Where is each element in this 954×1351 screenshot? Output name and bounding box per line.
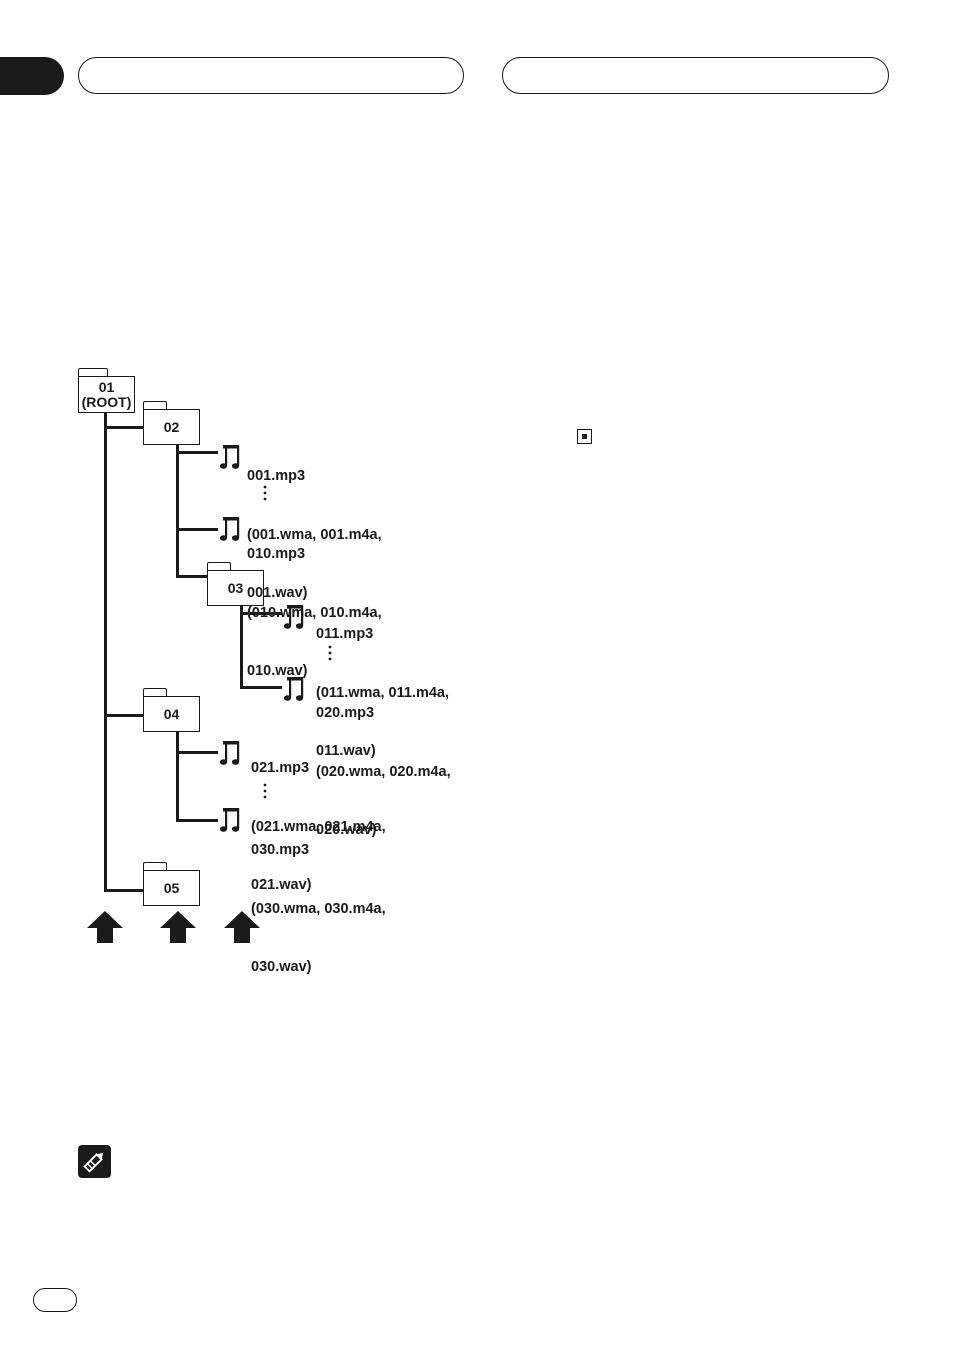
file-021-label: 021.mp3 (021.wma, 021.m4a, 021.wav) xyxy=(251,720,386,935)
file-alternates: 010.wav) xyxy=(247,663,308,679)
connector-02-010 xyxy=(176,528,218,531)
music-note-icon xyxy=(219,517,240,541)
file-name: 001.mp3 xyxy=(247,468,306,484)
page-number-badge xyxy=(33,1288,77,1312)
header-section-right xyxy=(502,57,889,94)
file-alternates: 001.wav) xyxy=(247,585,308,601)
file-001-label: 001.mp3 (001.wma, 001.m4a, 001.wav) xyxy=(247,428,382,643)
connector-root-04 xyxy=(104,714,144,717)
up-arrow-icon xyxy=(87,911,123,943)
connector-02-03 xyxy=(176,575,207,578)
file-alternates: 020.wav) xyxy=(316,822,377,838)
connector-02-001 xyxy=(176,451,218,454)
folder-01-root-label: (ROOT) xyxy=(81,393,132,410)
connector-04-021 xyxy=(176,751,218,754)
up-arrow-icon xyxy=(224,911,260,943)
music-note-icon xyxy=(219,808,240,832)
section-tab xyxy=(0,57,64,95)
end-of-section-icon xyxy=(577,429,592,444)
folder-03-trunk-line xyxy=(240,604,243,689)
folder-02-tab xyxy=(143,401,167,411)
file-name: 011.mp3 xyxy=(316,626,374,642)
file-alternates: (011.wma, 011.m4a, xyxy=(316,684,450,701)
connector-root-02 xyxy=(104,426,144,429)
connector-03-020 xyxy=(240,686,282,689)
file-name: 020.mp3 xyxy=(316,705,375,721)
file-alternates: (010.wma, 010.m4a, xyxy=(247,604,382,621)
header-section-left xyxy=(78,57,464,94)
file-011-label: 011.mp3 (011.wma, 011.m4a, 011.wav) xyxy=(316,586,449,801)
folder-01-tab xyxy=(78,368,108,378)
connector-04-030 xyxy=(176,819,218,822)
connector-03-011 xyxy=(240,612,282,615)
folder-02-trunk-line xyxy=(176,444,179,578)
file-alternates: (001.wma, 001.m4a, xyxy=(247,526,382,543)
file-010-label: 010.mp3 (010.wma, 010.m4a, 010.wav) xyxy=(247,506,382,721)
folder-05: 05 xyxy=(143,870,200,906)
folder-05-tab xyxy=(143,862,167,872)
up-arrow-icon xyxy=(160,911,196,943)
file-alternates: (021.wma, 021.m4a, xyxy=(251,818,386,835)
folder-01-root: 01 (ROOT) xyxy=(78,376,135,413)
file-name: 010.mp3 xyxy=(247,546,306,562)
file-alternates: (030.wma, 030.m4a, xyxy=(251,900,386,917)
folder-04-tab xyxy=(143,688,167,698)
file-alternates: 030.wav) xyxy=(251,959,312,975)
vertical-ellipsis-icon xyxy=(263,485,267,501)
folder-04-number: 04 xyxy=(163,705,180,722)
vertical-ellipsis-icon xyxy=(263,783,267,799)
connector-root-05 xyxy=(104,889,144,892)
music-note-icon xyxy=(219,445,240,469)
file-030-label: 030.mp3 (030.wma, 030.m4a, 030.wav) xyxy=(251,802,386,1017)
file-020-label: 020.mp3 (020.wma, 020.m4a, 020.wav) xyxy=(316,665,451,880)
file-alternates: 011.wav) xyxy=(316,743,376,759)
folder-03-tab xyxy=(207,562,231,572)
folder-03: 03 xyxy=(207,570,264,606)
file-alternates: 021.wav) xyxy=(251,877,312,893)
folder-02-number: 02 xyxy=(163,418,180,435)
pencil-note-icon xyxy=(78,1145,111,1178)
music-note-icon xyxy=(283,605,304,629)
file-alternates: (020.wma, 020.m4a, xyxy=(316,763,451,780)
music-note-icon xyxy=(219,741,240,765)
music-note-icon xyxy=(283,677,304,701)
folder-04-trunk-line xyxy=(176,731,179,822)
file-name: 030.mp3 xyxy=(251,842,310,858)
folder-02: 02 xyxy=(143,409,200,445)
folder-05-number: 05 xyxy=(163,879,180,896)
file-name: 021.mp3 xyxy=(251,760,310,776)
root-trunk-line xyxy=(104,412,107,892)
folder-03-number: 03 xyxy=(227,579,244,596)
folder-01-number: 01 xyxy=(98,378,115,395)
folder-04: 04 xyxy=(143,696,200,732)
vertical-ellipsis-icon xyxy=(328,645,332,661)
